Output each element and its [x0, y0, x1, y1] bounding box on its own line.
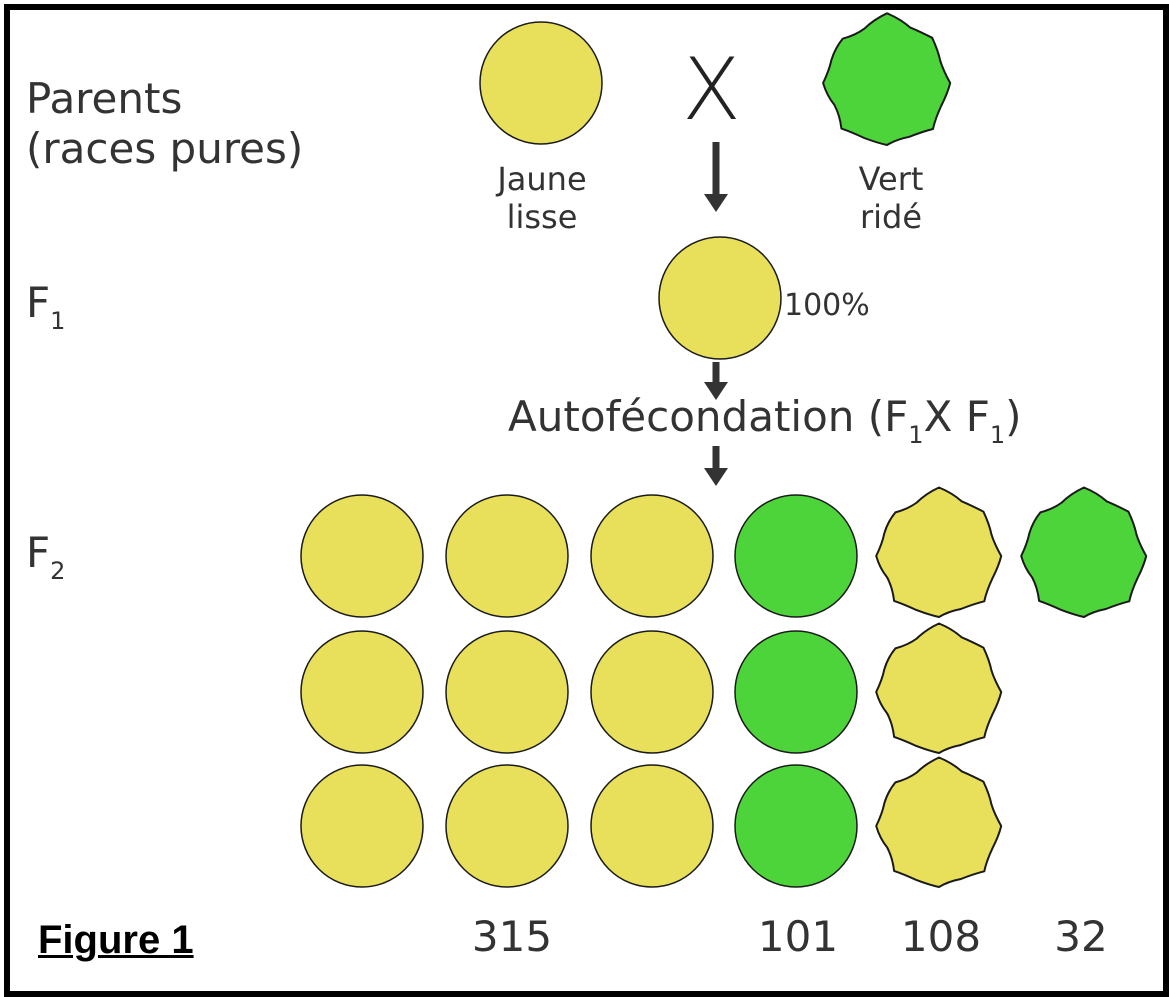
peas-layer — [300, 12, 1148, 888]
f2-pea-yellow-wrinkled — [875, 756, 1003, 888]
f2-pea-yellow-wrinkled — [875, 622, 1003, 754]
f2-label-sub: 2 — [50, 557, 66, 585]
f2-count-green-smooth: 101 — [757, 912, 839, 961]
f2-count-yellow-wrinkled: 108 — [900, 912, 982, 961]
f2-count-yellow-smooth: 315 — [471, 912, 553, 961]
parent-left-phenotype: Jaune lisse — [452, 160, 632, 236]
figure-label: Figure 1 — [38, 918, 194, 962]
parent-right-phenotype: Vert ridé — [801, 160, 981, 236]
autofecondation-label: Autofécondation (F1X F1) — [508, 392, 1022, 449]
f2-pea-yellow-smooth — [590, 494, 714, 618]
autof-mid: X F — [923, 392, 990, 441]
f1-label: F1 — [26, 278, 65, 335]
autof-sub1: 1 — [908, 421, 924, 449]
f2-pea-yellow-smooth — [445, 764, 569, 888]
f2-pea-yellow-smooth — [300, 494, 424, 618]
parents-sublabel: (races pures) — [26, 124, 304, 173]
f2-pea-yellow-wrinkled — [875, 486, 1003, 618]
f1-percent: 100% — [784, 288, 870, 323]
f1-label-sub: 1 — [50, 307, 66, 335]
f2-pea-yellow-smooth — [445, 630, 569, 754]
f2-pea-green-smooth — [734, 630, 858, 754]
parent-right-pea — [822, 12, 952, 146]
parent-right-color: Vert — [858, 160, 924, 198]
f2-pea-yellow-smooth — [590, 630, 714, 754]
cross-symbol: X — [682, 40, 741, 140]
f2-pea-yellow-smooth — [590, 764, 714, 888]
f2-pea-green-smooth — [734, 494, 858, 618]
arrow-autof-to-f2 — [704, 446, 728, 486]
f2-pea-yellow-smooth — [445, 494, 569, 618]
arrow-parents-to-f1 — [704, 142, 728, 212]
parents-label: Parents — [26, 74, 183, 123]
f2-label: F2 — [26, 528, 65, 585]
parent-right-texture: ridé — [859, 198, 923, 236]
arrows-layer — [704, 142, 728, 486]
f1-pea — [658, 236, 782, 360]
f2-pea-green-wrinkled — [1020, 486, 1148, 618]
f2-pea-green-smooth — [734, 764, 858, 888]
autof-sub2: 1 — [989, 421, 1006, 449]
parent-left-color: Jaune — [497, 160, 587, 198]
f2-count-green-wrinkled: 32 — [1054, 912, 1108, 961]
arrow-f1-to-autof — [704, 362, 728, 400]
f2-label-base: F — [26, 528, 51, 577]
f2-pea-yellow-smooth — [300, 764, 424, 888]
f2-pea-yellow-smooth — [300, 630, 424, 754]
parent-left-pea — [479, 21, 603, 145]
autof-end: ) — [1005, 392, 1022, 441]
f1-label-base: F — [26, 278, 51, 327]
autof-text: Autofécondation (F — [508, 392, 909, 441]
parent-left-texture: lisse — [506, 198, 578, 236]
